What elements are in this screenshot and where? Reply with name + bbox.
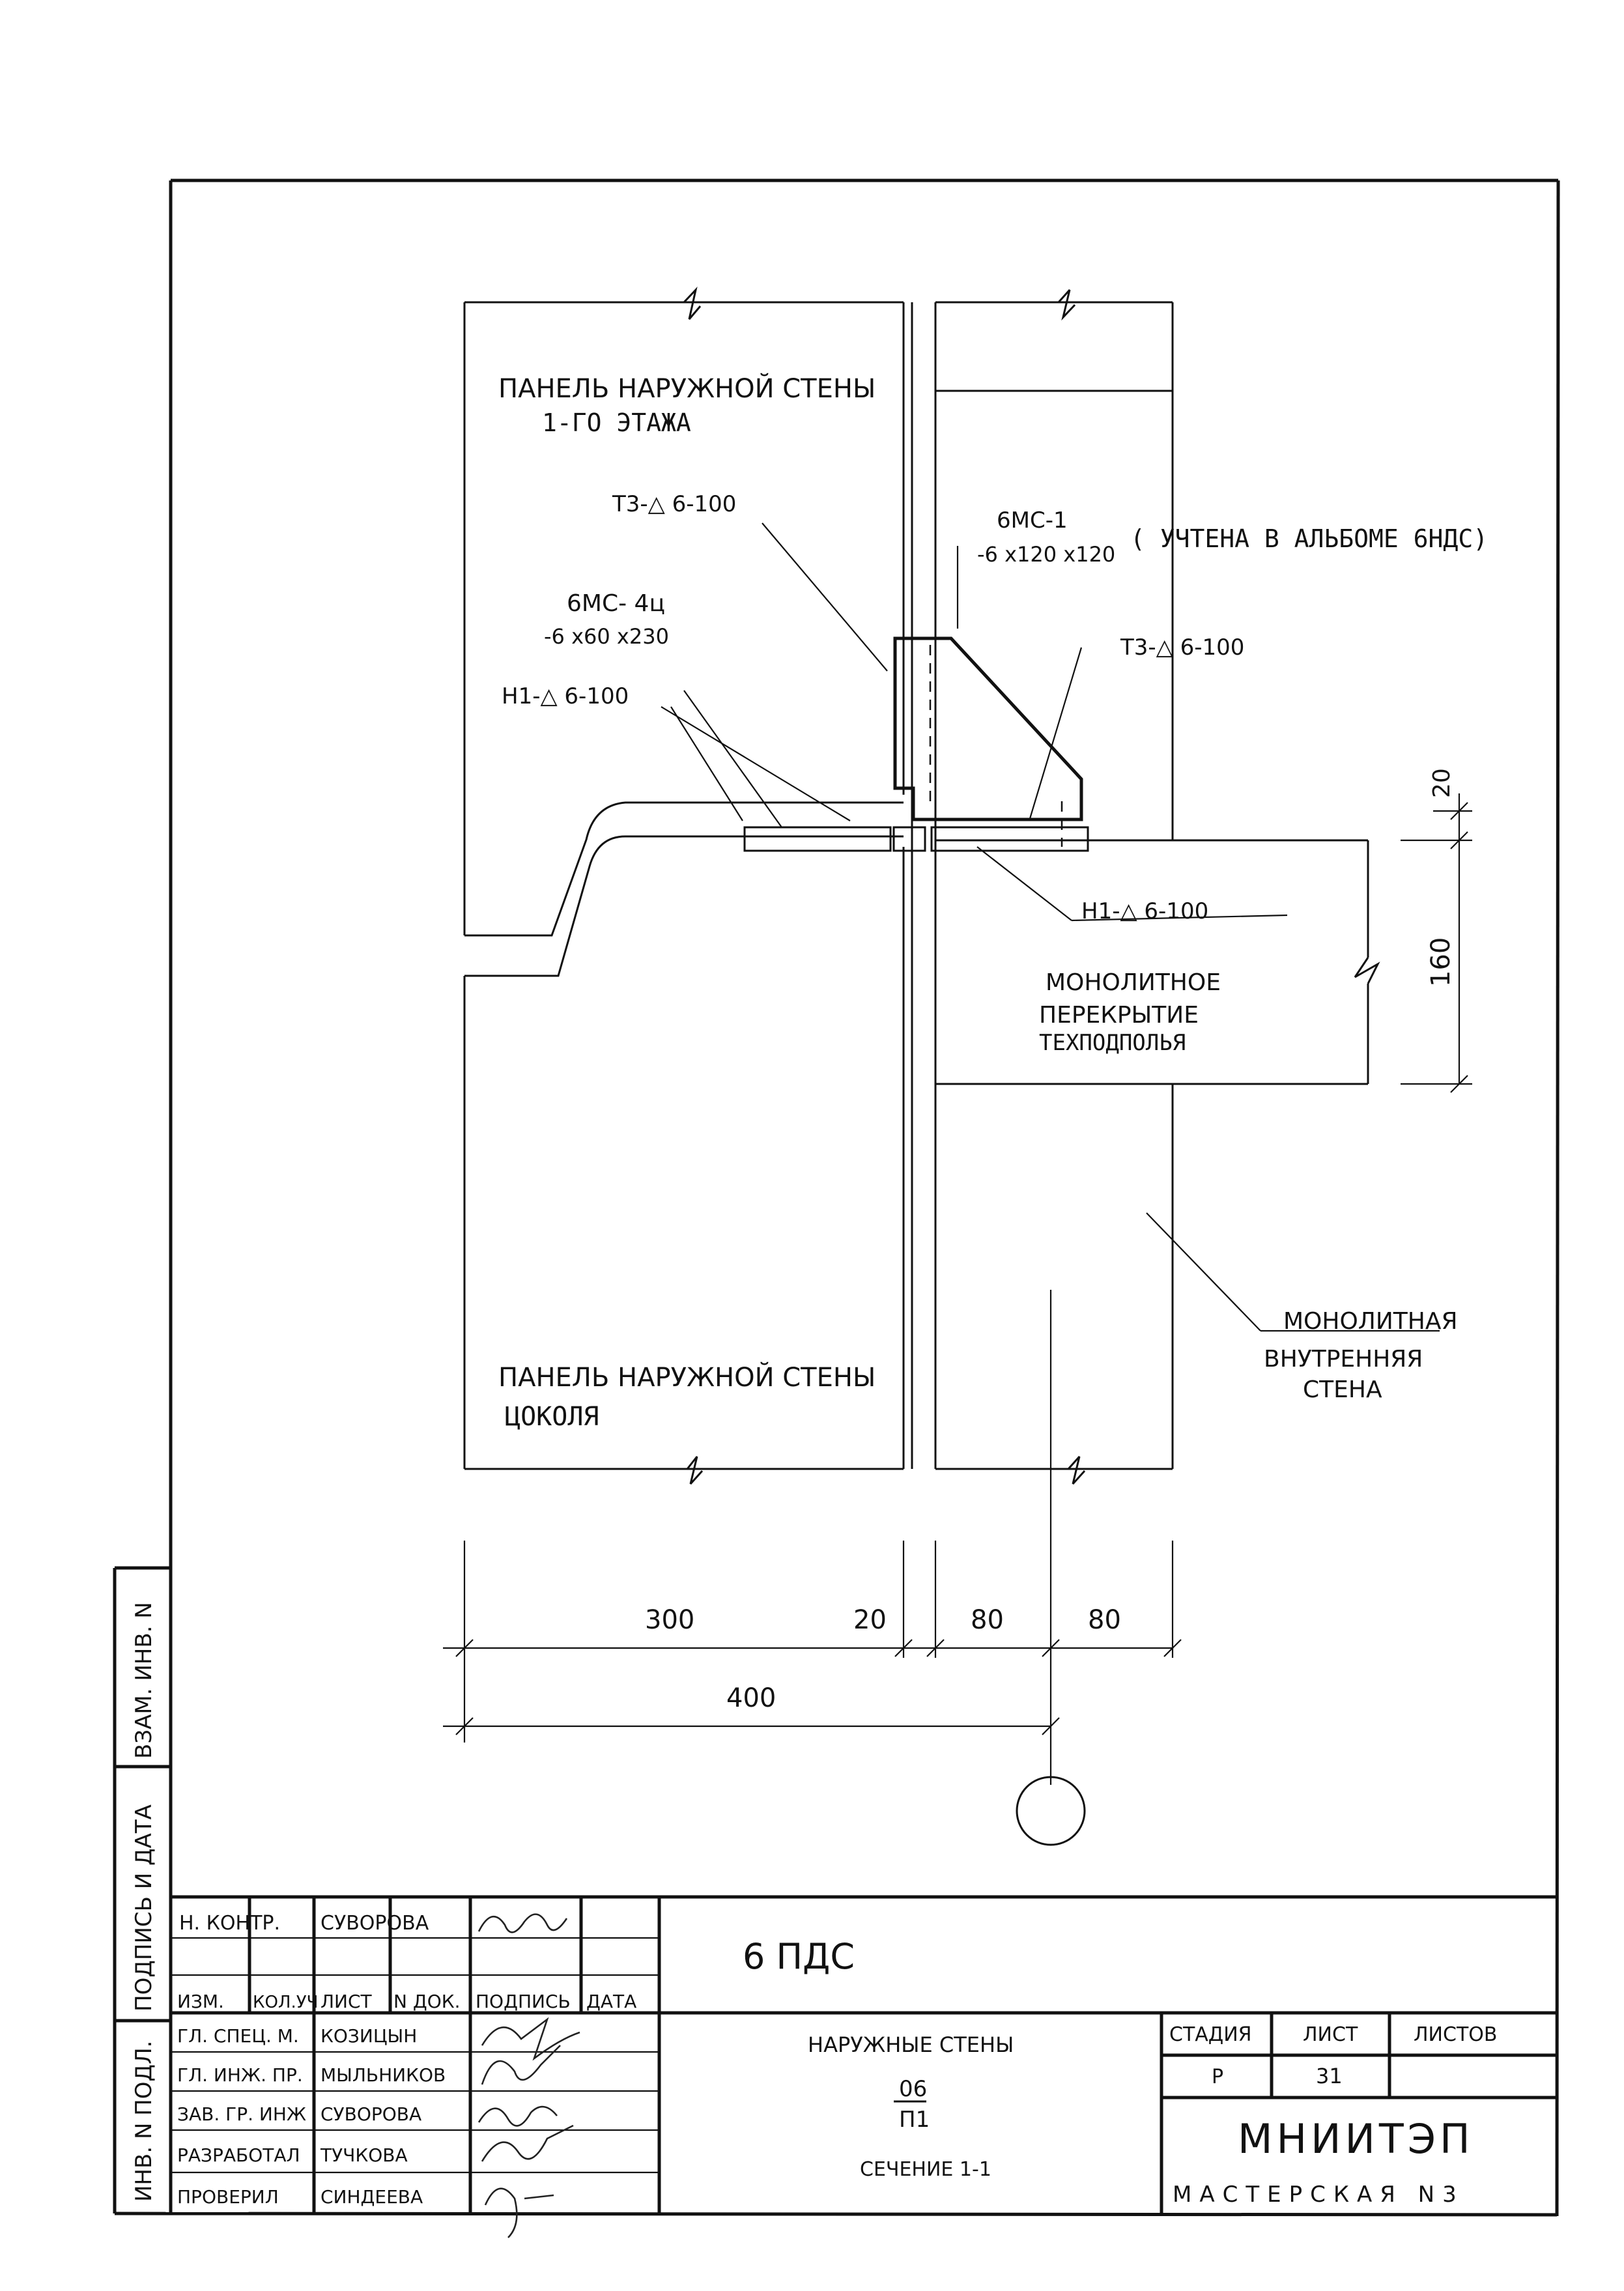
weld-t3-right: Т3-△ 6-100 <box>1120 634 1244 661</box>
stage-label: СТАДИЯ <box>1169 2023 1252 2046</box>
dim-20-vertical: 20 <box>1429 768 1455 798</box>
inner-wall-label-1: МОНОЛИТНАЯ <box>1283 1308 1458 1335</box>
dim-80-right: 80 <box>1088 1605 1121 1635</box>
part-mc4-name: 6МС- 4ц <box>567 590 665 617</box>
n-kontr-name: СУВОРОВА <box>321 1912 429 1935</box>
name-0: КОЗИЦЫН <box>321 2025 417 2047</box>
podpis-data-label: ПОДПИСЬ И ДАТА <box>131 1804 157 2012</box>
col-list: ЛИСТ <box>321 1991 373 2012</box>
weld-n1-right: Н1-△ 6-100 <box>1081 898 1208 924</box>
section-label: СЕЧЕНИЕ 1-1 <box>860 2158 991 2181</box>
name-2: СУВОРОВА <box>321 2103 421 2125</box>
col-data: ДАТА <box>586 1991 636 2012</box>
part-mc1-name: 6МС-1 <box>997 507 1068 534</box>
dim-80-left: 80 <box>971 1605 1004 1635</box>
drawing-code: 6 ПДС <box>743 1936 855 1977</box>
upper-wall-panel <box>463 287 905 977</box>
upper-panel-label: ПАНЕЛЬ НАРУЖНОЙ СТЕНЫ <box>498 373 876 404</box>
col-kol-uch: КОЛ.УЧ <box>253 1993 318 2012</box>
inner-wall-label-2: ВНУТРЕННЯЯ <box>1264 1346 1423 1373</box>
part-mc1-size: -6 х120 х120 <box>977 542 1115 567</box>
leader-lines <box>661 522 1440 1332</box>
workshop: МАСТЕРСКАЯ N3 <box>1173 2182 1464 2208</box>
axis-bubble <box>1016 1776 1086 1846</box>
sheet-frame <box>114 178 1560 2217</box>
role-1: ГЛ. ИНЖ. ПР. <box>177 2064 303 2086</box>
description: НАРУЖНЫЕ СТЕНЫ <box>808 2032 1014 2057</box>
side-stamp: ВЗАМ. ИНВ. N ПОДПИСЬ И ДАТА ИНВ. N ПОДЛ. <box>113 1566 171 2213</box>
handwritten-signatures <box>477 1913 580 2238</box>
lower-panel-sub: ЦОКОЛЯ <box>505 1402 599 1432</box>
slab-label-3: ТЕХПОДПОЛЬЯ <box>1039 1030 1186 1056</box>
vzam-inv-label: ВЗАМ. ИНВ. N <box>131 1602 157 1759</box>
upper-panel-sub: 1-ГО ЭТАЖА <box>542 408 691 437</box>
dim-400: 400 <box>726 1683 776 1713</box>
sheet-value: 31 <box>1316 2064 1343 2088</box>
col-podpis: ПОДПИСЬ <box>476 1991 571 2012</box>
inner-wall-label-3: СТЕНА <box>1303 1376 1382 1403</box>
name-1: МЫЛЬНИКОВ <box>321 2064 446 2086</box>
role-4: ПРОВЕРИЛ <box>177 2186 279 2208</box>
col-n-dok: N ДОК. <box>393 1991 461 2012</box>
organization: МНИИТЭП <box>1238 2115 1474 2163</box>
stage-value: Р <box>1212 2066 1223 2088</box>
col-izm: ИЗМ. <box>177 1991 224 2012</box>
dim-300: 300 <box>645 1605 694 1635</box>
lower-wall-panel <box>463 847 905 1485</box>
dim-20: 20 <box>853 1605 887 1635</box>
slab-label-1: МОНОЛИТНОЕ <box>1046 969 1221 996</box>
n-kontr-label: Н. КОНТР. <box>179 1912 280 1935</box>
part-mc1-note: ( УЧТЕНА В АЛЬБОМЕ 6НДС) <box>1130 524 1488 553</box>
sheet-label: ЛИСТ <box>1303 2023 1358 2046</box>
part-mc4-size: -6 х60 х230 <box>544 624 669 649</box>
name-3: ТУЧКОВА <box>320 2144 408 2166</box>
role-3: РАЗРАБОТАЛ <box>177 2144 300 2166</box>
sheets-label: ЛИСТОВ <box>1414 2023 1497 2046</box>
role-2: ЗАВ. ГР. ИНЖ <box>177 2103 306 2125</box>
dimension-lines <box>443 793 1472 1846</box>
joint-gap <box>911 302 937 1469</box>
lower-panel-label: ПАНЕЛЬ НАРУЖНОЙ СТЕНЫ <box>498 1361 876 1393</box>
drawing-labels: ПАНЕЛЬ НАРУЖНОЙ СТЕНЫ 1-ГО ЭТАЖА Т3-△ 6-… <box>498 373 1488 1713</box>
slab-label-2: ПЕРЕКРЫТИЕ <box>1039 1002 1199 1029</box>
node-top: 06 <box>899 2076 927 2102</box>
inv-podl-label: ИНВ. N ПОДЛ. <box>131 2041 157 2202</box>
weld-t3-left: Т3-△ 6-100 <box>612 491 736 517</box>
title-block: Н. КОНТР. СУВОРОВА ИЗМ. КОЛ.УЧ ЛИСТ N ДО… <box>171 1895 1557 2238</box>
inner-wall <box>935 289 1174 1785</box>
monolithic-slab <box>935 839 1380 1085</box>
role-0: ГЛ. СПЕЦ. М. <box>177 2025 299 2047</box>
steel-plates <box>743 636 1089 852</box>
name-4: СИНДЕЕВА <box>321 2186 423 2208</box>
weld-n1-left: Н1-△ 6-100 <box>502 683 629 709</box>
dim-160: 160 <box>1426 937 1456 987</box>
node-bottom: П1 <box>899 2107 930 2133</box>
